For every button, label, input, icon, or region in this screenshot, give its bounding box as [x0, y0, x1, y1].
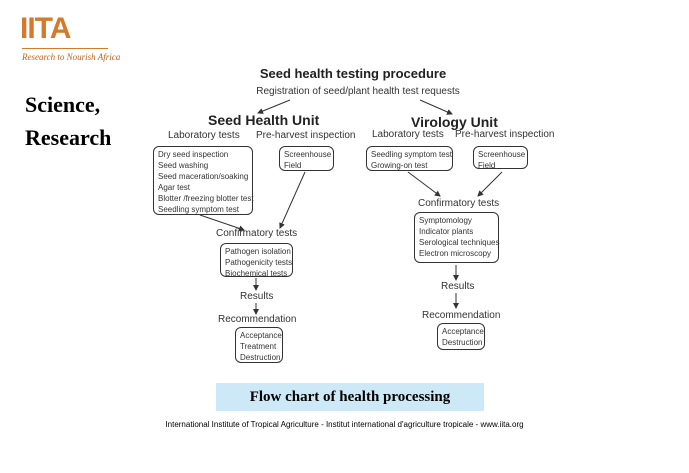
list-item: Destruction	[240, 353, 281, 362]
virology-confirm-label: Confirmatory tests	[418, 198, 500, 209]
footer: International Institute of Tropical Agri…	[165, 420, 524, 429]
virology-confirm-box: Symptomology Indicator plants Serologica…	[414, 212, 500, 263]
virology-recommendation-label: Recommendation	[422, 310, 501, 321]
seed-confirm-box: Pathogen isolation Pathogenicity tests B…	[220, 243, 293, 278]
list-item: Screenhouse	[284, 150, 332, 159]
virology-preharvest-label: Pre-harvest inspection	[455, 129, 555, 140]
list-item: Acceptance	[442, 327, 484, 336]
list-item: Field	[478, 161, 496, 170]
seed-preharvest-label: Pre-harvest inspection	[256, 130, 356, 141]
seed-recommend-box: Acceptance Treatment Destruction	[235, 327, 283, 363]
list-item: Seedling symptom test	[158, 205, 239, 214]
side-heading-line-1: Science,	[25, 92, 101, 117]
seed-lab-label: Laboratory tests	[168, 130, 240, 141]
side-heading-line-2: Research	[25, 125, 112, 150]
seed-unit-title: Seed Health Unit	[208, 112, 320, 128]
list-item: Dry seed inspection	[158, 150, 229, 159]
virology-lab-label: Laboratory tests	[372, 129, 444, 140]
seed-confirm-label: Confirmatory tests	[216, 228, 298, 239]
virology-unit-title: Virology Unit	[411, 114, 498, 130]
list-item: Indicator plants	[419, 227, 474, 236]
list-item: Blotter /freezing blotter test	[158, 194, 254, 203]
registration-label: Registration of seed/plant health test r…	[256, 86, 460, 97]
seed-results-label: Results	[240, 291, 274, 302]
diagram-title: Seed health testing procedure	[259, 66, 447, 81]
logo-underline	[22, 48, 108, 49]
list-item: Screenhouse	[478, 150, 526, 159]
list-item: Agar test	[158, 183, 191, 192]
seed-recommendation-label: Recommendation	[218, 314, 297, 325]
list-item: Biochemical tests	[225, 269, 288, 278]
iita-logo: IITA	[20, 12, 71, 45]
seed-lab-box: Dry seed inspection Seed washing Seed ma…	[153, 146, 254, 215]
seed-preharvest-box: Screenhouse Field	[279, 146, 334, 171]
logo-tagline: Research to Nourish Africa	[22, 52, 121, 62]
list-item: Electron microscopy	[419, 249, 492, 258]
list-item: Treatment	[240, 342, 277, 351]
virology-recommend-box: Acceptance Destruction	[437, 323, 485, 350]
virology-results-label: Results	[441, 281, 475, 292]
list-item: Seedling symptom test	[371, 150, 452, 159]
list-item: Destruction	[442, 338, 483, 347]
list-item: Pathogenicity tests	[225, 258, 293, 267]
virology-preharvest-box: Screenhouse Field	[473, 146, 528, 170]
list-item: Field	[284, 161, 302, 170]
list-item: Acceptance	[240, 331, 282, 340]
list-item: Serological techniques	[419, 238, 500, 247]
virology-lab-box: Seedling symptom test Growing-on test	[366, 146, 453, 171]
list-item: Symptomology	[419, 216, 472, 225]
list-item: Seed maceration/soaking	[158, 172, 249, 181]
list-item: Pathogen isolation	[225, 247, 291, 256]
caption: Flow chart of health processing	[216, 383, 484, 411]
list-item: Seed washing	[158, 161, 209, 170]
list-item: Growing-on test	[371, 161, 428, 170]
